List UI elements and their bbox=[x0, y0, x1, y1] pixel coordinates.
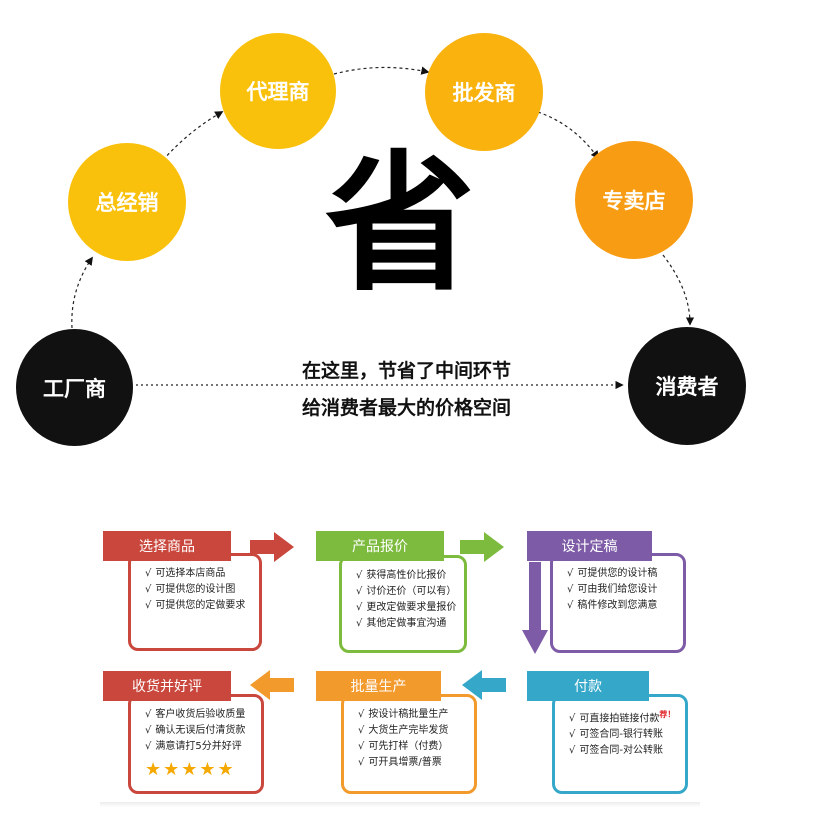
list-item: 其他定做事宜沟通 bbox=[356, 616, 464, 632]
supply-chain-connectors bbox=[71, 66, 695, 390]
list-item: 大货生产完毕发货 bbox=[358, 723, 474, 739]
arrow-right-icon bbox=[460, 532, 504, 562]
arrow-right-icon bbox=[250, 532, 294, 562]
list-item: 按设计稿批量生产 bbox=[358, 707, 474, 723]
chain-consumer: 消费者 bbox=[628, 327, 746, 445]
recommend-badge: 荐！ bbox=[659, 710, 676, 719]
list-item: 可签合同-对公转账 bbox=[569, 743, 685, 759]
save-character: 省 bbox=[324, 138, 475, 312]
list-item: 更改定做要求量报价 bbox=[356, 600, 464, 616]
arrow-left-icon bbox=[462, 670, 506, 700]
list-item: 满意请打5分并好评 bbox=[145, 739, 261, 755]
arrow-down-icon bbox=[522, 562, 548, 654]
list-item: 可先打样（付费） bbox=[358, 739, 474, 755]
step-produce-box: 按设计稿批量生产 大货生产完毕发货 可先打样（付费） 可开具增票/普票 bbox=[341, 694, 477, 794]
step-receive-title: 收货并好评 bbox=[103, 671, 231, 701]
list-item: 客户收货后验收质量 bbox=[145, 707, 261, 723]
list-item: 可开具增票/普票 bbox=[358, 755, 474, 771]
list-item: 可选择本店商品 bbox=[145, 566, 259, 582]
list-item: 可提供您的定做要求 bbox=[145, 598, 259, 614]
step-select-title: 选择商品 bbox=[103, 531, 231, 561]
list-item: 可由我们给您设计 bbox=[567, 582, 683, 598]
list-item: 稿件修改到您满意 bbox=[567, 598, 683, 614]
list-item: 获得高性价比报价 bbox=[356, 568, 464, 584]
list-item: 可直接拍链接付款荐！ bbox=[569, 707, 685, 727]
chain-store: 专卖店 bbox=[575, 141, 693, 259]
chain-agent: 代理商 bbox=[220, 33, 336, 149]
list-item: 讨价还价（可以有） bbox=[356, 584, 464, 600]
chain-factory: 工厂商 bbox=[16, 329, 133, 446]
step-pay-title: 付款 bbox=[527, 671, 649, 701]
divider bbox=[100, 802, 700, 807]
step-select-box: 可选择本店商品 可提供您的设计图 可提供您的定做要求 bbox=[128, 553, 262, 651]
step-design-box: 可提供您的设计稿 可由我们给您设计 稿件修改到您满意 bbox=[550, 553, 686, 653]
step-produce-title: 批量生产 bbox=[316, 671, 441, 701]
slogan-line-1: 在这里，节省了中间环节 bbox=[301, 360, 511, 382]
step-quote-title: 产品报价 bbox=[316, 531, 444, 561]
list-item: 可提供您的设计稿 bbox=[567, 566, 683, 582]
slogan-line-2: 给消费者最大的价格空间 bbox=[301, 397, 511, 419]
list-item: 确认无误后付清货款 bbox=[145, 723, 261, 739]
list-item: 可提供您的设计图 bbox=[145, 582, 259, 598]
chain-wholesaler: 批发商 bbox=[425, 33, 543, 151]
step-design-title: 设计定稿 bbox=[527, 531, 652, 561]
chain-distributor: 总经销 bbox=[68, 143, 186, 261]
step-quote-box: 获得高性价比报价 讨价还价（可以有） 更改定做要求量报价 其他定做事宜沟通 bbox=[339, 555, 467, 653]
list-item: 可签合同-银行转账 bbox=[569, 727, 685, 743]
step-receive-box: 客户收货后验收质量 确认无误后付清货款 满意请打5分并好评 ★★★★★ bbox=[128, 694, 264, 794]
step-pay-box: 可直接拍链接付款荐！ 可签合同-银行转账 可签合同-对公转账 bbox=[552, 694, 688, 794]
rating-stars: ★★★★★ bbox=[145, 759, 236, 780]
arrow-left-icon bbox=[250, 670, 294, 700]
